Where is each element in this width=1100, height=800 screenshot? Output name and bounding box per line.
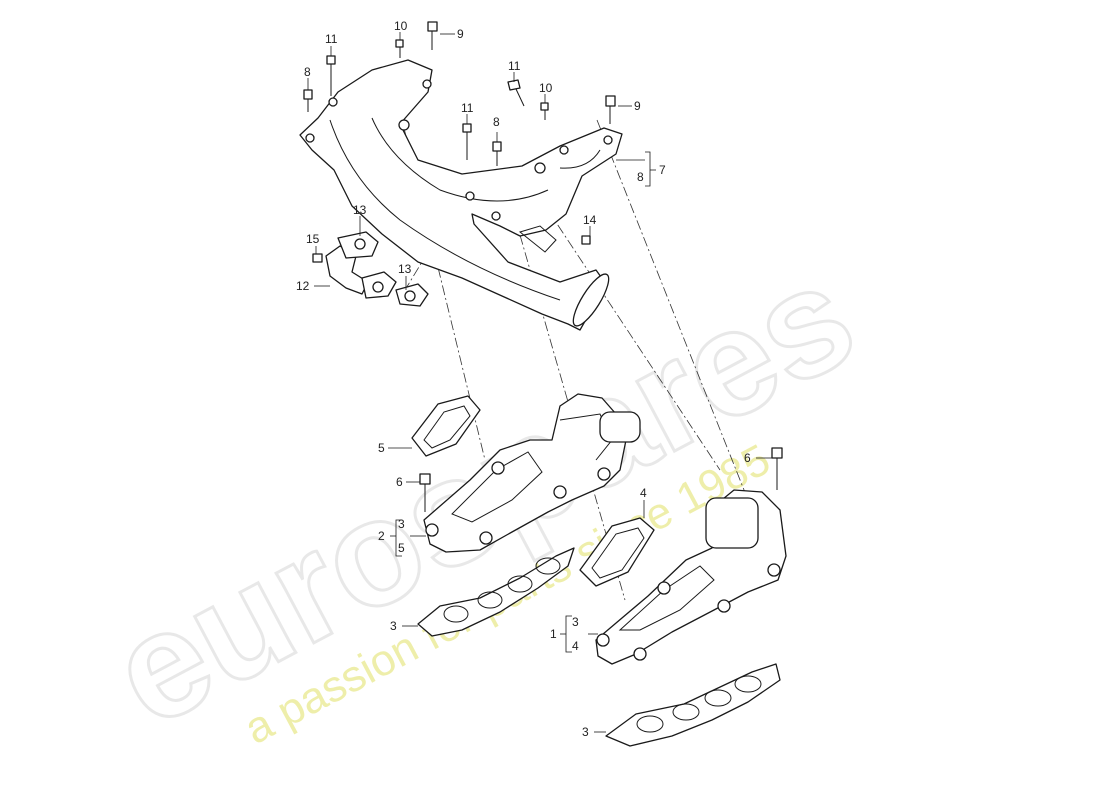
bolt-group-upper [303, 21, 616, 263]
gasket-3-bottom [605, 663, 781, 747]
callout-7: 7 [659, 163, 666, 177]
callout-14: 14 [583, 213, 597, 227]
callout-3: 3 [398, 517, 405, 531]
callout-11: 11 [461, 101, 474, 115]
callout-4: 4 [640, 486, 647, 500]
callout-6: 6 [396, 475, 403, 489]
bolt-6-pair [419, 447, 783, 512]
intake-manifold-1 [595, 489, 787, 665]
callout-9: 9 [457, 27, 464, 41]
callout-15: 15 [306, 232, 320, 246]
callout-12: 12 [296, 279, 310, 293]
callout-labels: 11 10 9 8 11 10 9 11 8 7 8 13 15 14 13 1… [296, 19, 751, 739]
callout-1: 1 [550, 627, 557, 641]
callout-8: 8 [637, 170, 644, 184]
callout-11: 11 [325, 32, 338, 46]
gasket-4 [579, 517, 655, 587]
callout-2: 2 [378, 529, 385, 543]
callout-13: 13 [353, 203, 367, 217]
callout-3: 3 [390, 619, 397, 633]
intake-manifold-2 [423, 393, 641, 553]
callout-3: 3 [582, 725, 589, 739]
leader-lines [307, 32, 772, 733]
callout-9: 9 [634, 99, 641, 113]
egr-pipe-assembly [325, 231, 429, 307]
callout-8: 8 [493, 115, 500, 129]
callout-5: 5 [378, 441, 385, 455]
callout-13: 13 [398, 262, 412, 276]
callout-10: 10 [394, 19, 408, 33]
callout-5: 5 [398, 541, 405, 555]
exhaust-manifold [299, 59, 623, 331]
callout-11: 11 [508, 59, 521, 73]
callout-10: 10 [539, 81, 553, 95]
callout-3: 3 [572, 615, 579, 629]
callout-6: 6 [744, 451, 751, 465]
gasket-5 [411, 395, 481, 457]
callout-8: 8 [304, 65, 311, 79]
callout-4: 4 [572, 639, 579, 653]
gasket-3-middle [417, 547, 575, 637]
